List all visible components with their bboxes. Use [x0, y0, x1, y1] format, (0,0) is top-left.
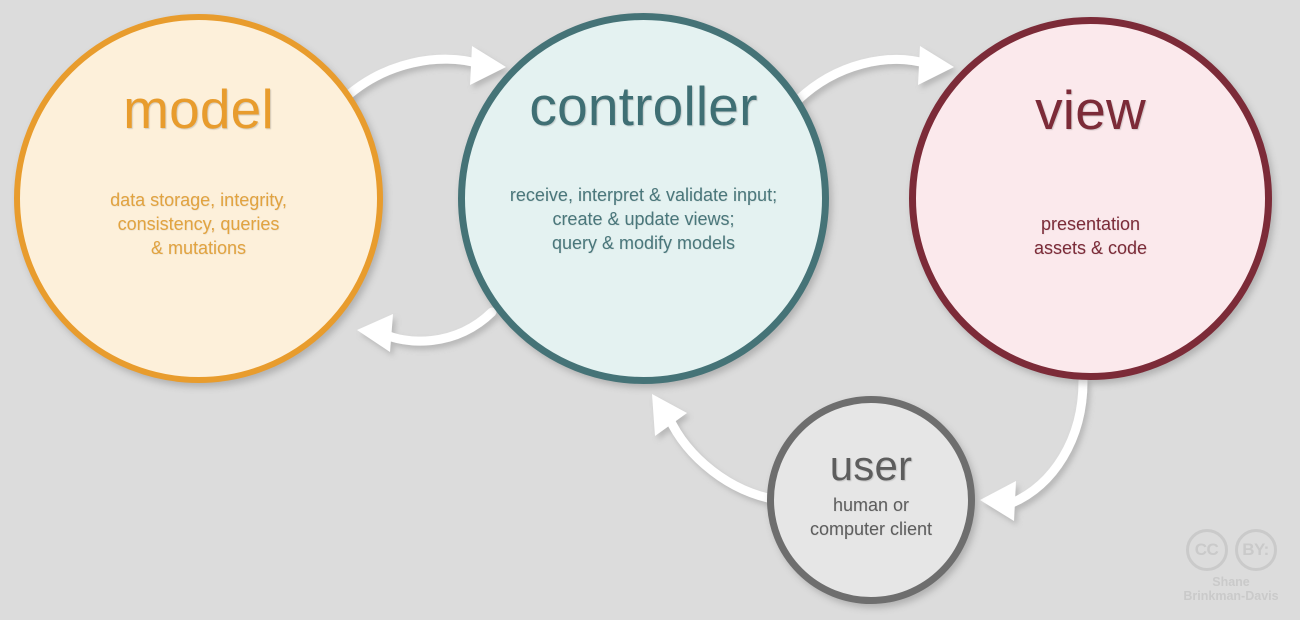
node-controller[interactable]: controller receive, interpret & validate… [458, 13, 829, 384]
creative-commons-icon: CC [1185, 529, 1228, 571]
arrow-model-to-controller [340, 46, 506, 103]
node-model[interactable]: model data storage, integrity, consisten… [14, 14, 383, 383]
node-view-title: view [1035, 79, 1146, 141]
node-model-title: model [123, 78, 274, 140]
node-controller-description: receive, interpret & validate input; cre… [509, 185, 778, 253]
node-user-description: human or computer client [809, 495, 933, 539]
node-user-title: user [829, 442, 913, 489]
node-model-description: data storage, integrity, consistency, qu… [110, 190, 287, 258]
arrow-controller-to-model [357, 307, 497, 352]
attribution-icon: BY: [1234, 529, 1277, 571]
node-view[interactable]: view presentation assets & code [909, 17, 1272, 380]
author-name: Shane Brinkman-Davis [1183, 575, 1279, 604]
node-user[interactable]: user human or computer client [767, 396, 975, 604]
node-view-description: presentation assets & code [1033, 214, 1148, 258]
arrow-controller-to-view [793, 46, 954, 105]
node-controller-title: controller [529, 75, 758, 137]
creative-commons-badge: CC BY: Shane Brinkman-Davis [1176, 529, 1286, 604]
cc-marks: CC BY: [1185, 529, 1277, 571]
arrow-user-to-controller [652, 394, 773, 503]
arrow-view-to-user [980, 376, 1088, 521]
